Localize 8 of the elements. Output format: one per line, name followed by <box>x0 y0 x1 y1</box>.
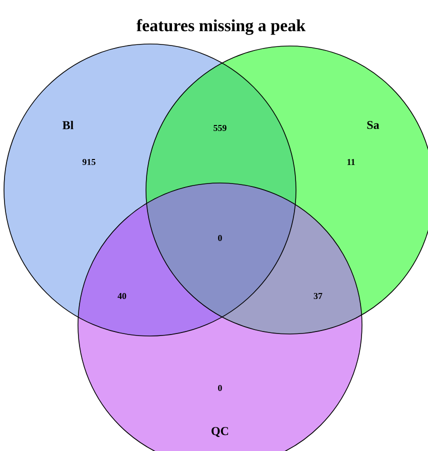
count-label: 559 <box>214 124 226 132</box>
count-label: 11 <box>347 159 355 165</box>
count-label: 0 <box>218 384 222 392</box>
chart-title: features missing a peak <box>136 19 306 35</box>
count-label: 37 <box>314 292 322 300</box>
count-label: 40 <box>118 292 126 300</box>
count-label: 0 <box>218 234 222 242</box>
count-label: 915 <box>82 158 96 166</box>
